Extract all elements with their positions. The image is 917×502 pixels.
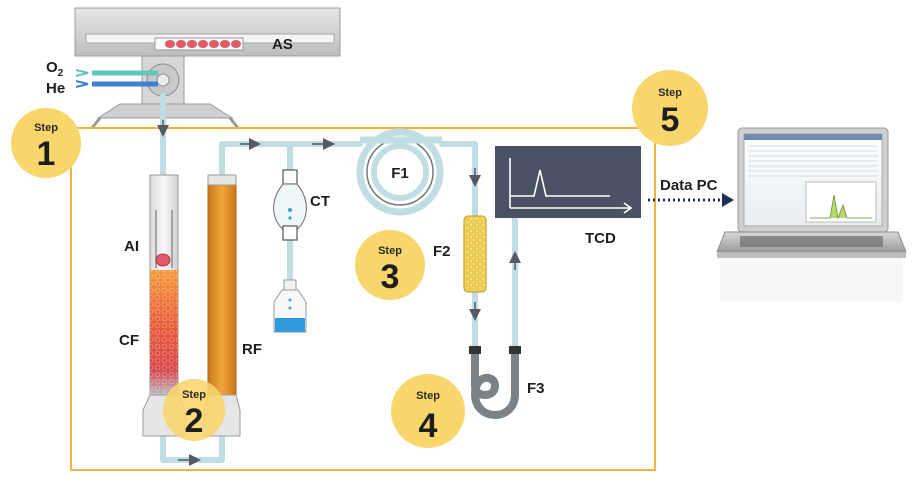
step-2-word: Step	[182, 389, 206, 401]
step-badge-2: Step 2	[163, 379, 225, 441]
label-f2: F2	[433, 243, 451, 260]
data-arrow-icon	[722, 193, 734, 207]
step-badge-1: Step 1	[11, 108, 81, 178]
label-o2-main: O	[46, 59, 58, 76]
label-cf: CF	[119, 332, 139, 349]
step-badge-5: Step 5	[632, 70, 708, 146]
autosampler	[74, 7, 341, 129]
water-bottle	[273, 279, 307, 333]
system-boundary	[70, 127, 656, 471]
sample-capsule-icon	[155, 253, 171, 267]
label-f1: F1	[391, 165, 409, 182]
reduction-reactor	[203, 174, 241, 437]
helium-arrow-icon	[75, 80, 89, 88]
u-tube-f3	[469, 346, 521, 419]
step-3-word: Step	[378, 245, 402, 257]
label-f3: F3	[527, 380, 545, 397]
step-badge-4: Step 4	[391, 374, 465, 448]
label-ct: CT	[310, 193, 330, 210]
step-badge-3: Step 3	[355, 230, 425, 300]
step-4-word: Step	[416, 390, 440, 402]
label-ai: AI	[124, 238, 139, 255]
laptop-icon	[716, 127, 907, 302]
combustion-reactor	[142, 174, 186, 437]
step-3-number: 3	[381, 258, 400, 296]
step-5-number: 5	[661, 101, 680, 139]
step-1-number: 1	[37, 135, 56, 173]
step-1-word: Step	[34, 122, 58, 134]
coil-f1	[356, 128, 444, 216]
sample-capsules	[165, 40, 241, 48]
trap-f2	[463, 215, 487, 293]
step-2-number: 2	[185, 402, 204, 440]
label-o2-sub: 2	[58, 68, 64, 79]
label-data-pc: Data PC	[660, 177, 718, 194]
label-he: He	[46, 80, 65, 97]
oxygen-arrow-icon	[75, 69, 89, 77]
step-5-word: Step	[658, 87, 682, 99]
tcd-detector	[495, 146, 641, 218]
step-4-number: 4	[419, 407, 438, 445]
flow-arrows	[157, 120, 521, 466]
label-tcd: TCD	[585, 230, 616, 247]
condensate-trap	[273, 169, 307, 241]
label-o2: O2	[46, 59, 64, 79]
label-as: AS	[272, 36, 293, 53]
label-rf: RF	[242, 341, 262, 358]
